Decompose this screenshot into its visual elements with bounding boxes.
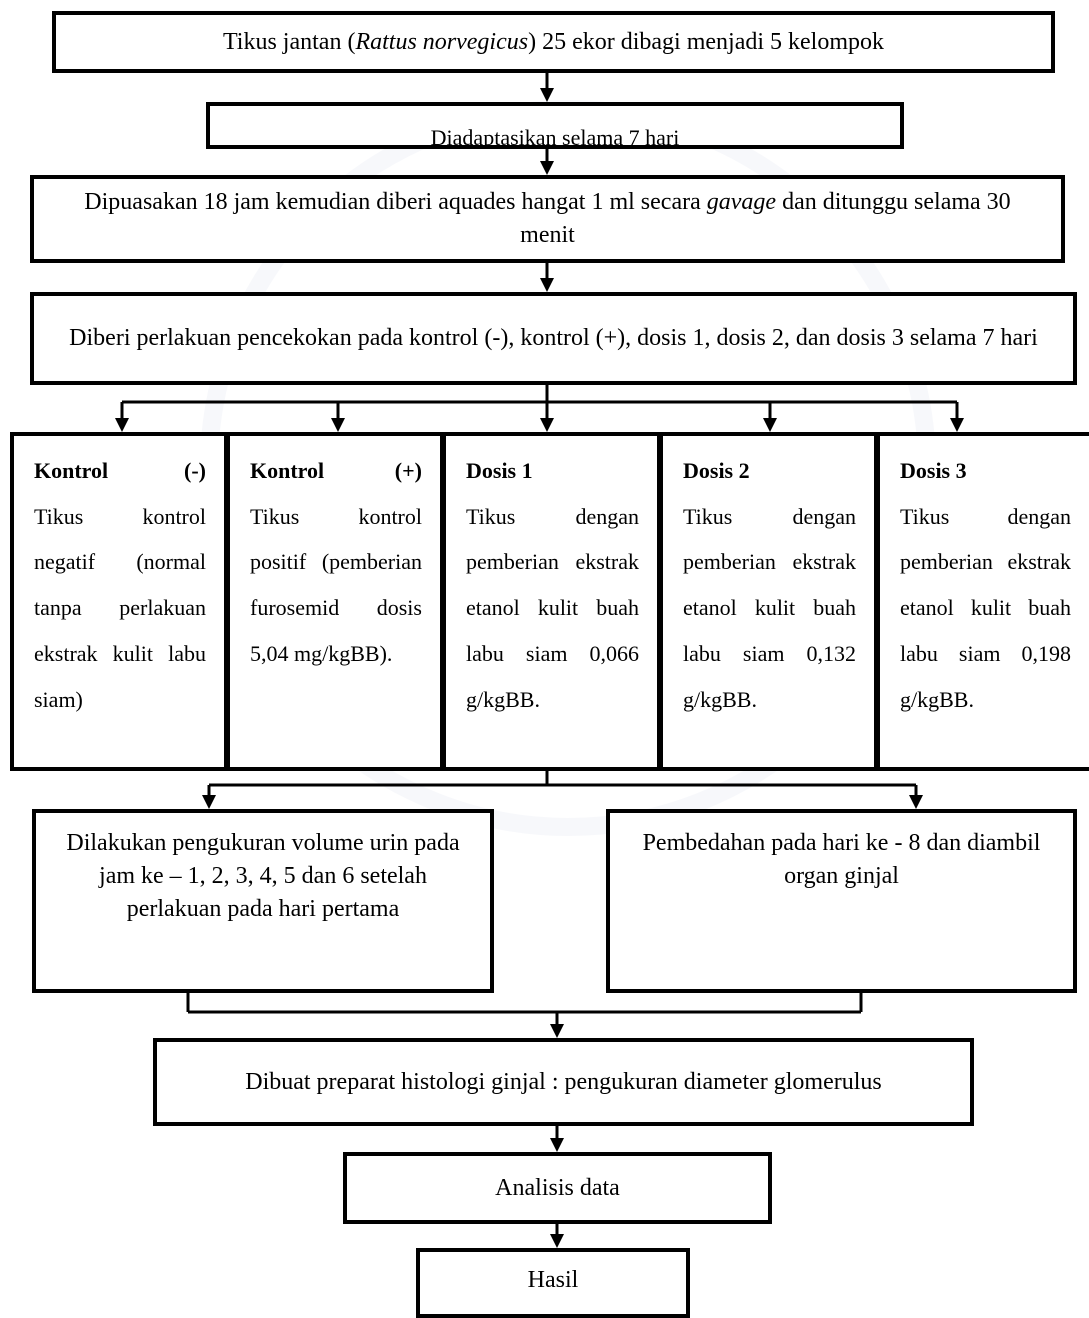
group-description: Tikus kontrol positif (pemberian furosem… [250, 503, 422, 666]
group-title: Kontrol(+) [250, 458, 422, 483]
step-urine-measurement: Dilakukan pengukuran volume urin pada ja… [32, 809, 494, 993]
arrowhead [763, 418, 777, 432]
group-kontrol-negatif: Kontrol(-) Tikus kontrol negatif (normal… [10, 432, 228, 771]
arrowhead [540, 418, 554, 432]
group-dosis-2: Dosis 2 Tikus dengan pemberian ekstrak e… [659, 432, 878, 771]
step-treatment: Diberi perlakuan pencekokan pada kontrol… [30, 292, 1077, 385]
arrowhead [331, 418, 345, 432]
step-histology: Dibuat preparat histologi ginjal : pengu… [153, 1038, 974, 1126]
group-title: Kontrol(-) [34, 458, 206, 483]
step-fasting-text: Dipuasakan 18 jam kemudian diberi aquade… [84, 189, 1011, 248]
step-select-rats: Tikus jantan (Rattus norvegicus) 25 ekor… [52, 11, 1055, 73]
arrowhead [540, 161, 554, 175]
group-description: Tikus dengan pemberian ekstrak etanol ku… [466, 503, 639, 712]
step-histology-text: Dibuat preparat histologi ginjal : pengu… [245, 1068, 882, 1095]
step-result: Hasil [416, 1248, 690, 1318]
step-analysis: Analisis data [343, 1152, 772, 1224]
step-adaptation: Diadaptasikan selama 7 hari [206, 102, 904, 149]
group-description: Tikus kontrol negatif (normal tanpa perl… [34, 503, 206, 712]
arrowhead [550, 1234, 564, 1248]
group-description: Tikus dengan pemberian ekstrak etanol ku… [683, 503, 856, 712]
step-analysis-text: Analisis data [495, 1174, 620, 1201]
arrowhead [540, 88, 554, 102]
step-fasting: Dipuasakan 18 jam kemudian diberi aquade… [30, 175, 1065, 263]
step-surgery-text: Pembedahan pada hari ke - 8 dan diambil … [642, 830, 1041, 889]
step-surgery: Pembedahan pada hari ke - 8 dan diambil … [606, 809, 1077, 993]
group-title: Dosis 3 [900, 458, 967, 483]
step-adaptation-text: Diadaptasikan selama 7 hari [430, 125, 680, 149]
arrowhead [909, 795, 923, 809]
group-dosis-3: Dosis 3 Tikus dengan pemberian ekstrak e… [876, 432, 1089, 771]
arrowhead [202, 795, 216, 809]
arrowhead [540, 278, 554, 292]
step-urine-measurement-text: Dilakukan pengukuran volume urin pada ja… [66, 830, 460, 922]
group-title: Dosis 1 [466, 458, 533, 483]
arrowhead [115, 418, 129, 432]
group-kontrol-positif: Kontrol(+) Tikus kontrol positif (pember… [226, 432, 444, 771]
step-treatment-text: Diberi perlakuan pencekokan pada kontrol… [69, 325, 1038, 351]
arrowhead [950, 418, 964, 432]
group-description: Tikus dengan pemberian ekstrak etanol ku… [900, 503, 1071, 712]
step-select-rats-text: Tikus jantan (Rattus norvegicus) 25 ekor… [222, 28, 885, 55]
group-dosis-1: Dosis 1 Tikus dengan pemberian ekstrak e… [442, 432, 661, 771]
arrowhead [550, 1024, 564, 1038]
arrowhead [550, 1138, 564, 1152]
group-title: Dosis 2 [683, 458, 750, 483]
step-result-text: Hasil [527, 1267, 579, 1293]
